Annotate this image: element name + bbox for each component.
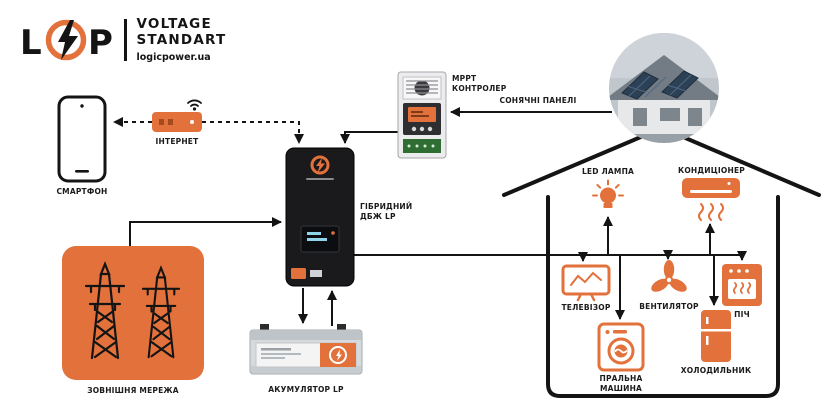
label-lamp: LED ЛАМПА [581, 167, 635, 176]
fridge-icon [701, 310, 731, 362]
label-mppt: МРРТ КОНТРОЛЕР [452, 74, 507, 93]
link-internet-inverter [202, 121, 304, 144]
label-internet: ІНТЕРНЕТ [155, 137, 199, 146]
logo-letter-l: L [20, 23, 42, 63]
air-conditioner-icon [682, 178, 740, 221]
label-battery: АКУМУЛЯТОР LP [268, 385, 344, 394]
label-fan: ВЕНТИЛЯТОР [639, 302, 699, 311]
oven-icon [722, 264, 762, 306]
label-inverter: ГІБРИДНИЙ ДБЖ LP [360, 202, 413, 221]
label-oven: ПІЧ [734, 310, 750, 319]
brand-text: VOLTAGE STANDART logicpower.ua [136, 16, 227, 63]
house-walls [546, 195, 780, 398]
wifi-icon [187, 99, 202, 111]
external-grid-icon [62, 246, 204, 380]
brand-tagline-2: STANDART [136, 32, 227, 48]
label-washer: ПРАЛЬНА МАШИНА [599, 374, 643, 393]
logo-letter-p: P [88, 23, 113, 63]
smartphone-icon [57, 95, 107, 183]
link-mppt-inverter [340, 131, 398, 144]
router-icon [152, 99, 202, 132]
inverter-icon [285, 147, 355, 287]
label-ac: КОНДИЦІОНЕР [678, 166, 745, 175]
solar-panels-photo [609, 33, 719, 143]
lightning-bolt-icon [58, 20, 78, 60]
lp-logo-mark: L P [20, 19, 113, 63]
label-tv: ТЕЛЕВІЗОР [561, 303, 611, 312]
link-grid-inverter [129, 217, 282, 248]
label-grid: ЗОВНІШНЯ МЕРЕЖА [87, 386, 179, 395]
washing-machine-icon [597, 322, 645, 372]
logo-divider [124, 19, 127, 61]
brand-website: logicpower.ua [136, 51, 211, 63]
brand-logo: L P VOLTAGE STANDART logicpower.ua [18, 16, 226, 64]
led-lamp-icon [592, 179, 624, 208]
house-outline [502, 126, 821, 398]
label-fridge: ХОЛОДИЛЬНИК [680, 366, 752, 375]
brand-tagline-1: VOLTAGE [136, 16, 212, 33]
mppt-controller-icon [397, 71, 447, 159]
fan-icon [651, 260, 687, 292]
tv-icon [561, 264, 611, 302]
battery-icon [249, 324, 363, 375]
label-solar: СОНЯЧНІ ПАНЕЛІ [499, 96, 577, 105]
label-smartphone: СМАРТФОН [56, 187, 108, 196]
